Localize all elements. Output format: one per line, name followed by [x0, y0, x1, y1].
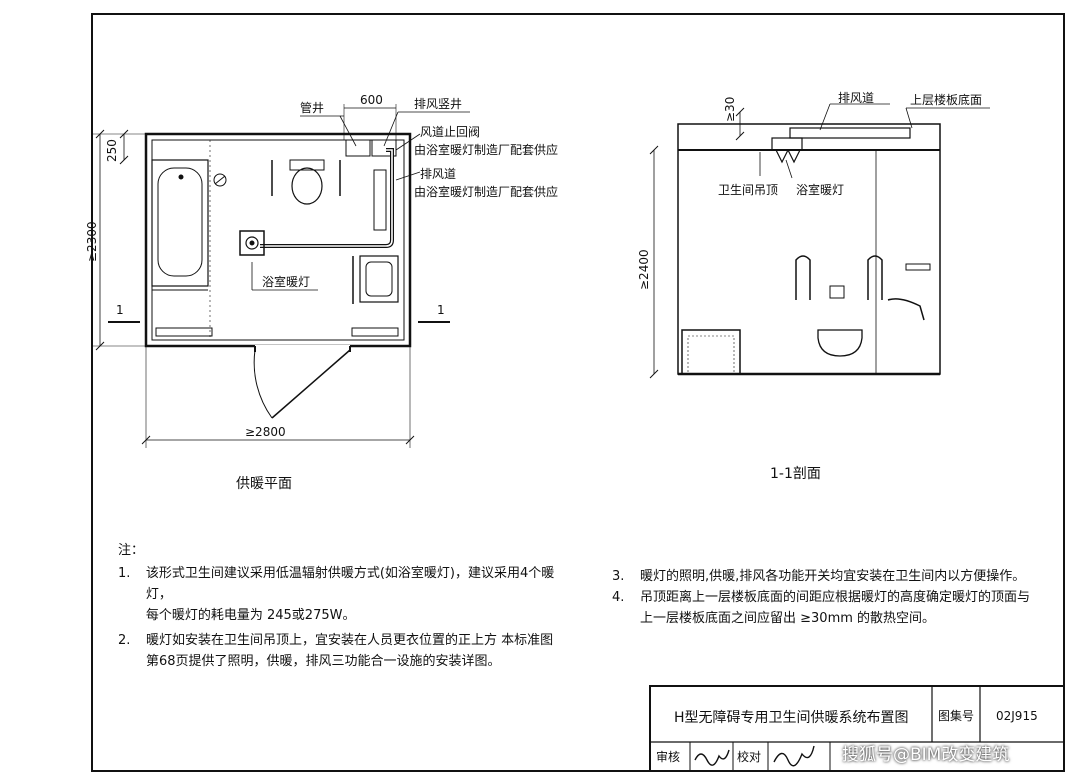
note-text: 该形式卫生间建议采用低温辐射供暖方式(如浴室暖灯)，建议采用4个暖灯， [145, 566, 555, 602]
label-upper-slab: 上层楼板底面 [910, 92, 982, 107]
section-mark-left-label: 1 [116, 303, 124, 317]
toilet-bowl [291, 167, 323, 205]
reviewer-signature [694, 749, 730, 766]
note-item: 2. 暖灯如安装在卫生间吊顶上，宜安装在人员更衣位置的正上方 本标准图 第68页… [118, 630, 578, 672]
pipe-well [345, 139, 371, 157]
door-leaf [271, 349, 351, 419]
note-text: 暖灯如安装在卫生间吊顶上，宜安装在人员更衣位置的正上方 本标准图 [146, 633, 554, 648]
section-toilet [817, 329, 863, 357]
dim-30: ≥30 [723, 97, 737, 122]
plan-view [92, 104, 470, 448]
notes-block: 注： [118, 540, 1018, 561]
door-swing [253, 349, 273, 419]
floor-drain [213, 173, 227, 187]
section-view [649, 103, 990, 379]
note-number: 2. [118, 633, 131, 648]
air-duct-box [373, 169, 387, 231]
notes-right: 3. 暖灯的照明,供暖,排风各功能开关均宜安装在卫生间内以方便操作。 4. 吊顶… [612, 566, 1052, 629]
bathtub-drain [178, 174, 184, 180]
section-grab-bar [867, 255, 883, 300]
washbasin-bowl [365, 261, 393, 297]
section-mark-right-label: 1 [437, 303, 445, 317]
plan-title: 供暖平面 [236, 476, 292, 492]
exhaust-duct-run [260, 148, 394, 248]
note-number: 1. [118, 566, 131, 581]
label-heater-lamp: 浴室暖灯 [262, 274, 310, 289]
section-outline [677, 123, 941, 375]
atlas-label: 图集号 [938, 708, 974, 723]
label-section-exhaust: 排风道 [838, 91, 874, 105]
review-label: 审核 [656, 749, 680, 764]
label-air-valve: 风道止回阀 [420, 125, 480, 139]
bench [155, 327, 213, 337]
check-label: 校对 [737, 749, 761, 764]
bathtub [151, 159, 209, 287]
label-air-duct: 排风道 [420, 167, 456, 181]
note-item: 1. 该形式卫生间建议采用低温辐射供暖方式(如浴室暖灯)，建议采用4个暖灯， 每… [118, 563, 578, 626]
label-section-heater: 浴室暖灯 [796, 182, 844, 197]
notes-heading: 注： [118, 543, 145, 558]
notes-left: 1. 该形式卫生间建议采用低温辐射供暖方式(如浴室暖灯)，建议采用4个暖灯， 每… [118, 563, 578, 672]
bathtub-basin [157, 167, 203, 277]
note-number: 4. [612, 590, 625, 605]
label-supply-1: 由浴室暖灯制造厂配套供应 [414, 142, 558, 157]
note-text: 每个暖灯的耗电量为 245或275W。 [145, 608, 356, 623]
washbasin [359, 255, 399, 303]
drawing-frame [91, 13, 1065, 772]
dim-2300: ≥2300 [85, 221, 99, 262]
note-item: 3. 暖灯的照明,供暖,排风各功能开关均宜安装在卫生间内以方便操作。 [612, 566, 1052, 587]
note-text: 上一层楼板底面之间应留出 ≥30mm 的散热空间。 [640, 611, 936, 626]
dim-2800: ≥2800 [245, 425, 286, 439]
plan-walls [144, 132, 412, 348]
shelf [351, 327, 399, 337]
section-washbasin [905, 263, 931, 271]
section-heater-lamp [771, 137, 803, 151]
label-ceiling: 卫生间吊顶 [718, 183, 778, 197]
note-text: 第68页提供了照明，供暖，排风三功能合一设施的安装详图。 [146, 654, 501, 669]
note-item: 4. 吊顶距离上一层楼板底面的间距应根据暖灯的高度确定暖灯的顶面与 上一层楼板底… [612, 587, 1052, 629]
checker-signature [773, 745, 815, 767]
plan-inner-wall [151, 139, 405, 341]
section-bench [681, 329, 741, 375]
toilet-tank [289, 159, 325, 171]
drawing-title: H型无障碍专用卫生间供暖系统布置图 [674, 710, 909, 726]
label-exhaust-shaft: 排风竖井 [414, 97, 462, 111]
section-title: 1-1剖面 [770, 466, 821, 482]
section-exhaust-duct [789, 127, 911, 139]
label-pipe-well: 管井 [300, 100, 324, 115]
watermark: 搜狐号@BIM改变建筑 [842, 745, 1010, 765]
note-number: 3. [612, 569, 625, 584]
section-grab-bar [795, 255, 811, 300]
dim-250: 250 [105, 139, 119, 162]
dim-2400: ≥2400 [637, 249, 651, 290]
title-block [649, 685, 1065, 772]
atlas-number: 02J915 [996, 709, 1038, 723]
note-text: 吊顶距离上一层楼板底面的间距应根据暖灯的高度确定暖灯的顶面与 [640, 590, 1031, 605]
label-supply-2: 由浴室暖灯制造厂配套供应 [414, 184, 558, 199]
exhaust-shaft [371, 139, 397, 157]
dim-600: 600 [360, 93, 383, 107]
note-text: 暖灯的照明,供暖,排风各功能开关均宜安装在卫生间内以方便操作。 [640, 569, 1026, 584]
heater-lamp-box [239, 230, 265, 256]
